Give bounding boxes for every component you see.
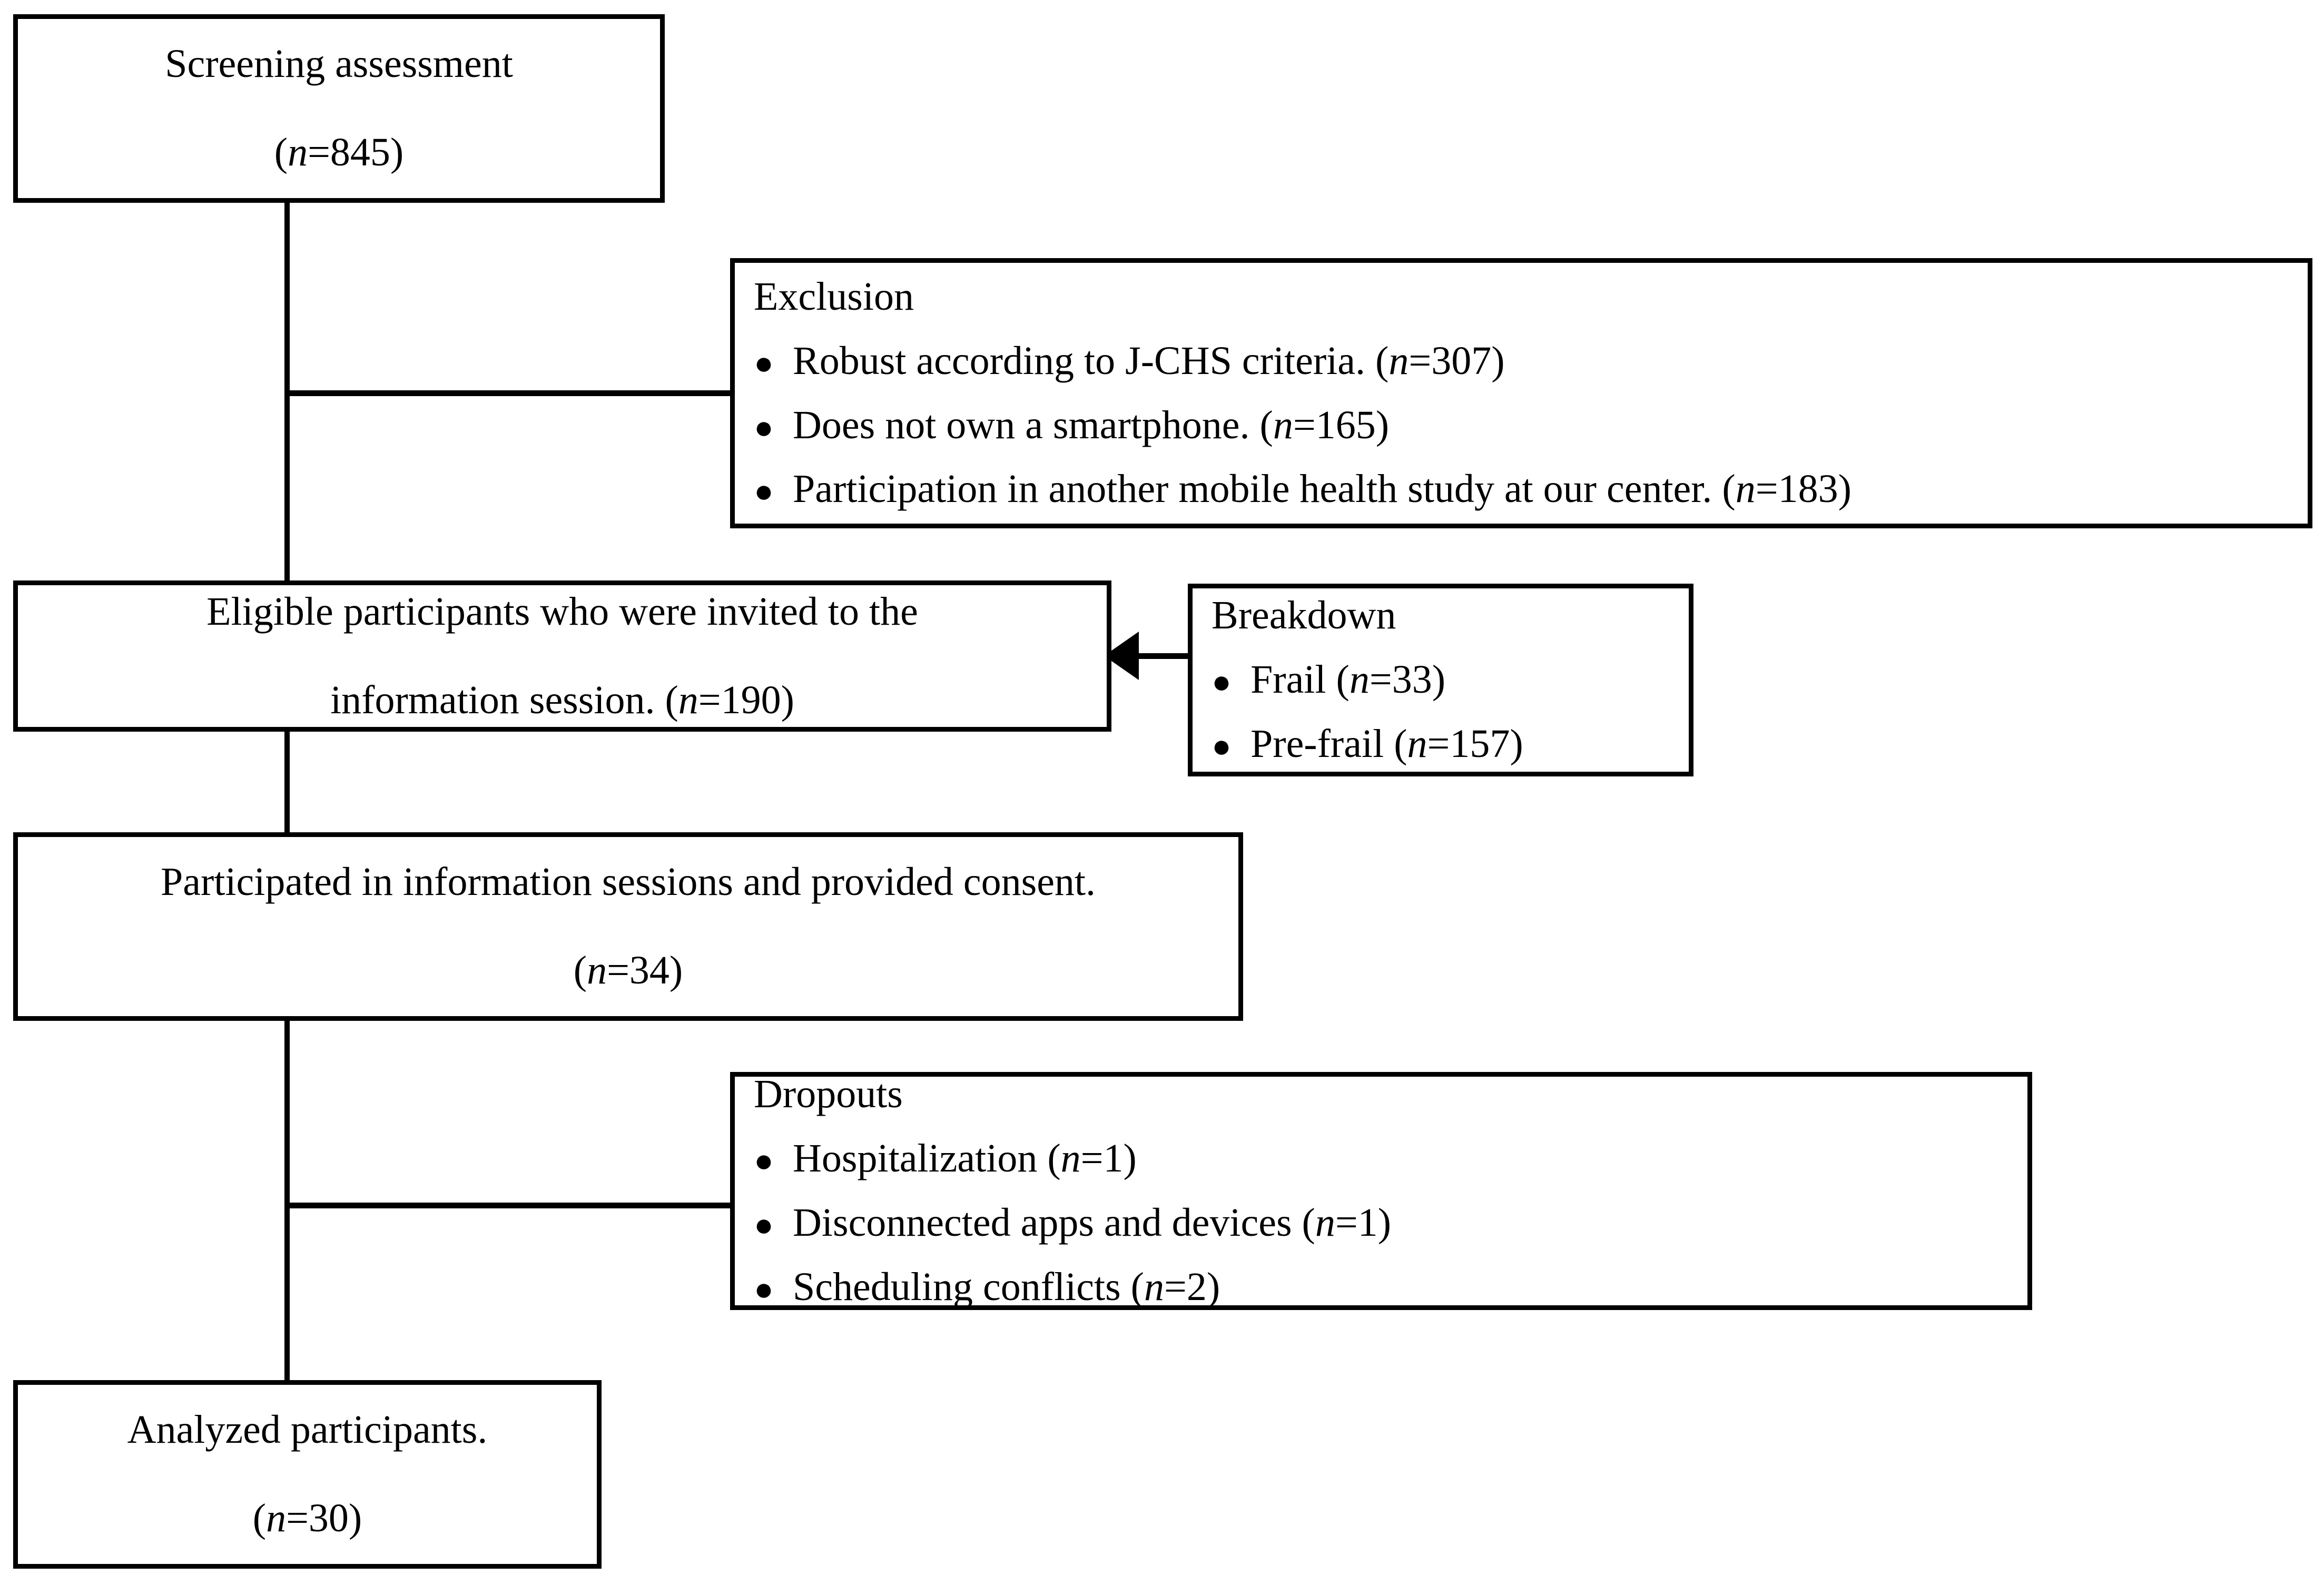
bullet-icon: ● — [1212, 728, 1232, 764]
dropouts-item: ● Scheduling conflicts (n=2) — [735, 1266, 2027, 1308]
screening-count-prefix: ( — [274, 130, 288, 174]
breakdown-item: ● Frail (n=33) — [1193, 657, 1689, 702]
analyzed-count-prefix: ( — [252, 1496, 267, 1540]
dropouts-item-label: Disconnected apps and devices ( — [793, 1200, 1315, 1245]
breakdown-item-n: n — [1349, 657, 1370, 702]
node-eligible-participants: Eligible participants who were invited t… — [13, 580, 1111, 732]
breakdown-item-text: Frail (n=33) — [1250, 657, 1446, 702]
bullet-icon: ● — [754, 474, 774, 510]
breakdown-item-text: Pre-frail (n=157) — [1250, 723, 1523, 765]
eligible-title: Eligible participants who were invited t… — [206, 589, 918, 634]
participated-count-prefix: ( — [573, 948, 587, 992]
analyzed-count-n: n — [266, 1496, 287, 1540]
bullet-icon: ● — [754, 1207, 774, 1243]
node-analyzed-participants: Analyzed participants. (n=30) — [13, 1380, 602, 1569]
exclusion-item-n: n — [1273, 402, 1293, 447]
exclusion-item-label: Does not own a smartphone. ( — [793, 402, 1273, 447]
dropouts-item: ● Disconnected apps and devices (n=1) — [735, 1202, 2027, 1244]
exclusion-item-n: n — [1389, 338, 1409, 383]
exclusion-item: ● Robust according to J-CHS criteria. (n… — [735, 340, 2308, 382]
dropouts-item-value: =1) — [1335, 1200, 1392, 1245]
breakdown-item-n: n — [1407, 721, 1427, 766]
breakdown-item-value: =33) — [1369, 657, 1446, 702]
exclusion-item-n: n — [1735, 467, 1756, 511]
node-screening-assessment: Screening assessment (n=845) — [13, 14, 665, 203]
connector-to-dropouts — [284, 1203, 733, 1208]
exclusion-item: ● Does not own a smartphone. (n=165) — [735, 402, 2308, 447]
exclusion-bullet-list: ● Robust according to J-CHS criteria. (n… — [735, 318, 2308, 510]
eligible-count-n: n — [678, 677, 698, 722]
dropouts-item-text: Disconnected apps and devices (n=1) — [793, 1202, 1391, 1244]
exclusion-item-value: =165) — [1293, 402, 1389, 447]
screening-count-n: n — [288, 130, 308, 174]
exclusion-item-value: =183) — [1755, 467, 1852, 511]
screening-count-suffix: =845) — [308, 130, 404, 174]
analyzed-count: (n=30) — [252, 1496, 362, 1540]
exclusion-item-text: Does not own a smartphone. (n=165) — [793, 402, 1389, 447]
breakdown-item-label: Pre-frail ( — [1250, 721, 1407, 766]
arrow-breakdown-shaft — [1138, 653, 1190, 659]
breakdown-bullet-list: ● Frail (n=33) ● Pre-frail (n=157) — [1193, 637, 1689, 765]
participated-title: Participated in information sessions and… — [160, 860, 1096, 904]
bullet-icon: ● — [754, 345, 774, 381]
connector-participated-to-analyzed — [284, 1021, 290, 1382]
exclusion-item-label: Participation in another mobile health s… — [793, 467, 1736, 511]
bullet-icon: ● — [754, 409, 774, 446]
node-participated-consent: Participated in information sessions and… — [13, 832, 1243, 1021]
dropouts-heading: Dropouts — [754, 1072, 903, 1117]
dropouts-item-n: n — [1060, 1136, 1081, 1181]
exclusion-item: ● Participation in another mobile health… — [735, 468, 2308, 510]
bullet-icon: ● — [754, 1143, 774, 1179]
dropouts-item-value: =2) — [1164, 1264, 1220, 1309]
exclusion-item-label: Robust according to J-CHS criteria. ( — [793, 338, 1389, 383]
screening-count: (n=845) — [274, 130, 404, 174]
dropouts-bullet-list: ● Hospitalization (n=1) ● Disconnected a… — [735, 1116, 2027, 1308]
dropouts-item-label: Hospitalization ( — [793, 1136, 1061, 1181]
connector-eligible-to-participated — [284, 731, 290, 834]
participated-count-suffix: =34) — [607, 948, 683, 992]
dropouts-item-label: Scheduling conflicts ( — [793, 1264, 1144, 1309]
bullet-icon: ● — [754, 1271, 774, 1307]
exclusion-heading: Exclusion — [754, 274, 914, 319]
eligible-count-suffix: =190) — [698, 677, 794, 722]
breakdown-item-value: =157) — [1427, 721, 1523, 766]
exclusion-item-text: Participation in another mobile health s… — [793, 468, 1852, 510]
node-dropouts: Dropouts ● Hospitalization (n=1) ● Disco… — [730, 1072, 2032, 1310]
breakdown-item-label: Frail ( — [1250, 657, 1350, 702]
eligible-count-prefix: information session. ( — [330, 677, 678, 722]
screening-title: Screening assessment — [165, 42, 513, 86]
dropouts-item-n: n — [1144, 1264, 1164, 1309]
dropouts-item-text: Hospitalization (n=1) — [793, 1136, 1137, 1181]
exclusion-item-value: =307) — [1409, 338, 1505, 383]
analyzed-title: Analyzed participants. — [127, 1407, 488, 1452]
node-exclusion: Exclusion ● Robust according to J-CHS cr… — [730, 258, 2312, 528]
analyzed-count-suffix: =30) — [286, 1496, 362, 1540]
breakdown-heading: Breakdown — [1212, 593, 1396, 638]
exclusion-item-text: Robust according to J-CHS criteria. (n=3… — [793, 340, 1505, 382]
participated-count: (n=34) — [573, 948, 683, 992]
connector-to-exclusion — [284, 390, 733, 396]
breakdown-item: ● Pre-frail (n=157) — [1193, 723, 1689, 765]
dropouts-item: ● Hospitalization (n=1) — [735, 1136, 2027, 1181]
participated-count-n: n — [587, 948, 607, 992]
dropouts-item-n: n — [1315, 1200, 1335, 1245]
dropouts-item-value: =1) — [1080, 1136, 1137, 1181]
eligible-count: information session. (n=190) — [330, 677, 794, 722]
node-breakdown: Breakdown ● Frail (n=33) ● Pre-frail (n=… — [1188, 584, 1693, 776]
dropouts-item-text: Scheduling conflicts (n=2) — [793, 1266, 1220, 1308]
bullet-icon: ● — [1212, 664, 1232, 701]
